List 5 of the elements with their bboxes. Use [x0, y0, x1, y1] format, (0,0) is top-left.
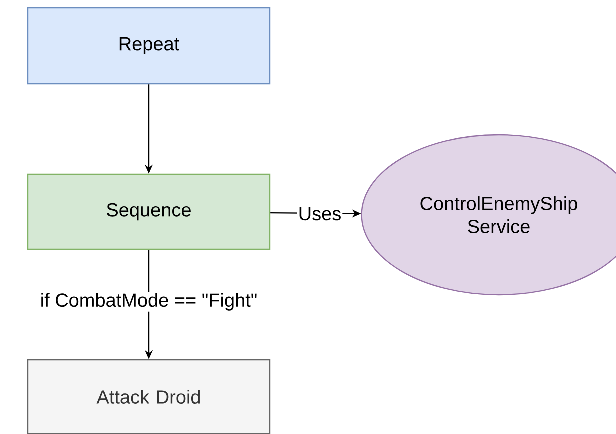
process-box: Repeat [27, 7, 271, 85]
edge-label: if CombatMode == "Fight" [39, 292, 259, 312]
edge-label: Uses [297, 206, 343, 222]
process-box: Sequence [27, 174, 271, 250]
process-box: Attack Droid [27, 359, 271, 434]
